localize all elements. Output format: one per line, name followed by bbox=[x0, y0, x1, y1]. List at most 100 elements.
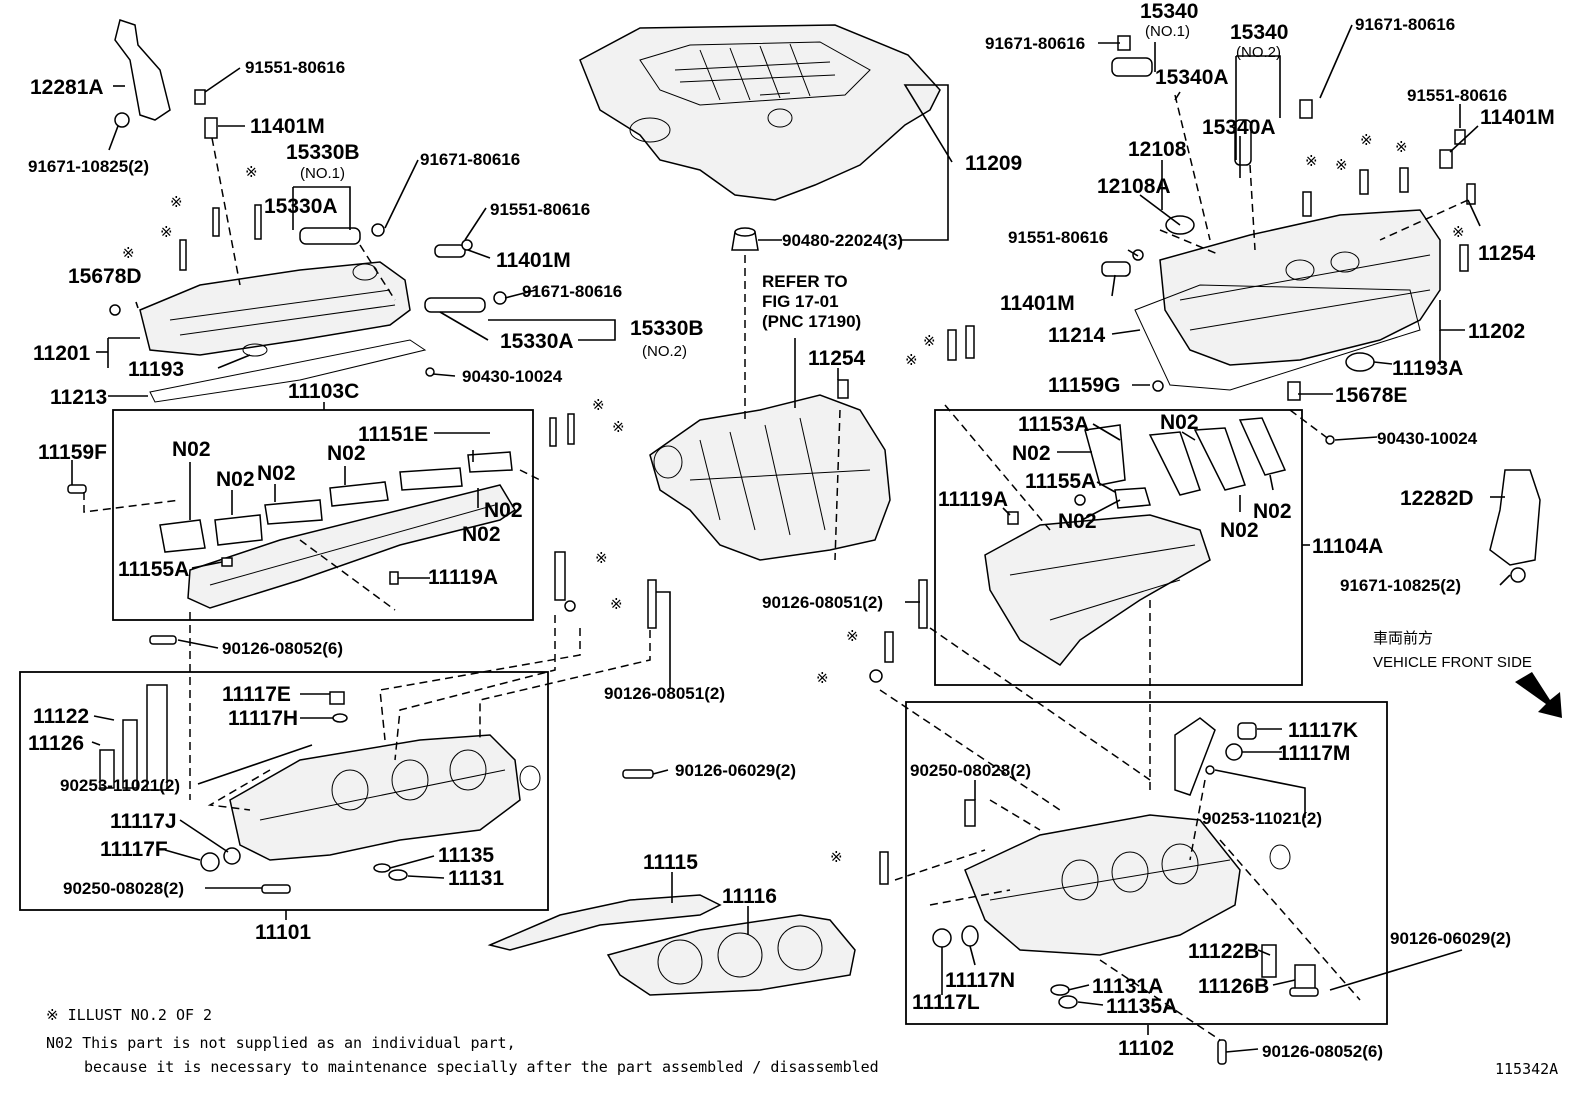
label-11155a-a: 11155A bbox=[118, 558, 189, 581]
label-11117n: 11117N bbox=[945, 969, 1015, 992]
label-91551-80616-c: 91551-80616 bbox=[1407, 86, 1507, 105]
box-11103c bbox=[112, 409, 534, 621]
left-valve-cover-illustration bbox=[139, 261, 427, 403]
label-11135a: 11135A bbox=[1106, 995, 1177, 1018]
label-91671-10825-left: 91671-10825(2) bbox=[28, 157, 149, 176]
label-11116: 11116 bbox=[722, 885, 777, 908]
label-90430-10024-b: 90430-10024 bbox=[1377, 429, 1478, 448]
label-n02-1: N02 bbox=[172, 438, 211, 461]
bolt-91671-10825-right bbox=[1510, 567, 1526, 583]
intake-manifold-illustration bbox=[649, 379, 891, 561]
label-15340a-a: 15340A bbox=[1155, 66, 1229, 89]
label-11126: 11126 bbox=[28, 732, 84, 755]
label-90253-11021-a: 90253-11021(2) bbox=[60, 776, 180, 795]
label-90430-10024-a: 90430-10024 bbox=[462, 367, 563, 386]
label-11193a: 11193A bbox=[1392, 357, 1463, 380]
illust-mark: ※ bbox=[592, 397, 605, 414]
label-n02-9: N02 bbox=[1058, 510, 1097, 533]
label-91671-80616-b: 91671-80616 bbox=[522, 282, 622, 301]
box-11102 bbox=[905, 701, 1388, 1025]
part-labels: 12281A 91671-10825(2) 91551-80616 11401M… bbox=[28, 0, 1555, 1061]
label-11401m-c: 11401M bbox=[1480, 106, 1555, 129]
engine-cover-illustration bbox=[579, 24, 941, 251]
label-12108a: 12108A bbox=[1097, 175, 1171, 198]
box-11104a bbox=[934, 409, 1303, 686]
label-12281a: 12281A bbox=[30, 76, 104, 99]
left-cylinder-head-illustration bbox=[99, 635, 654, 894]
label-11117e: 11117E bbox=[222, 683, 291, 706]
label-15340-a: 15340 bbox=[1140, 0, 1198, 23]
illust-mark: ※ bbox=[1305, 153, 1318, 170]
label-n02-3: N02 bbox=[257, 462, 296, 485]
label-90126-08052-a: 90126-08052(6) bbox=[222, 639, 343, 658]
label-n02-2: N02 bbox=[216, 468, 255, 491]
illust-mark: ※ bbox=[1335, 157, 1348, 174]
leader-lines bbox=[71, 24, 1511, 1053]
label-no1-b: (NO.1) bbox=[1145, 23, 1190, 40]
label-11201: 11201 bbox=[33, 342, 91, 365]
gaskets-illustration bbox=[487, 894, 856, 996]
right-studs bbox=[869, 325, 975, 885]
label-90250-08028-b: 90250-08028(2) bbox=[910, 761, 1031, 780]
note-n02-line1: N02 This part is not supplied as an indi… bbox=[46, 1034, 516, 1052]
label-refer-1: REFER TO bbox=[762, 272, 848, 291]
bracket-12281a bbox=[114, 19, 171, 121]
label-91671-80616-a: 91671-80616 bbox=[420, 150, 520, 169]
label-11115: 11115 bbox=[643, 851, 698, 874]
left-sensors bbox=[109, 89, 507, 377]
illust-mark: ※ bbox=[170, 194, 183, 211]
label-15340-b: 15340 bbox=[1230, 21, 1288, 44]
label-11131a: 11131A bbox=[1092, 975, 1163, 998]
label-n02-8: N02 bbox=[1012, 442, 1051, 465]
label-11126b: 11126B bbox=[1198, 975, 1269, 998]
label-11153a: 11153A bbox=[1018, 413, 1089, 436]
label-11254-b: 11254 bbox=[1478, 242, 1536, 265]
label-91551-80616-a: 91551-80616 bbox=[245, 58, 345, 77]
label-11117l: 11117L bbox=[912, 991, 980, 1014]
label-11101: 11101 bbox=[255, 921, 311, 944]
assembly-dashed-lines bbox=[83, 94, 1469, 1041]
illust-mark: ※ bbox=[1395, 139, 1408, 156]
label-91671-80616-c: 91671-80616 bbox=[985, 34, 1085, 53]
figure-number: 115342A bbox=[1495, 1060, 1558, 1078]
label-15340a-b: 15340A bbox=[1202, 116, 1276, 139]
label-15330a-a: 15330A bbox=[264, 195, 338, 218]
label-15330a-b: 15330A bbox=[500, 330, 574, 353]
label-refer-3: (PNC 17190) bbox=[762, 312, 861, 331]
label-11401m-b: 11401M bbox=[496, 249, 571, 272]
label-11155a-b: 11155A bbox=[1025, 470, 1096, 493]
label-11117k: 11117K bbox=[1288, 719, 1358, 742]
label-90126-08051-a: 90126-08051(2) bbox=[604, 684, 725, 703]
label-11135: 11135 bbox=[438, 844, 494, 867]
illust-mark: ※ bbox=[923, 333, 936, 350]
label-15678d: 15678D bbox=[68, 265, 142, 288]
bracket-12282d bbox=[1489, 469, 1541, 566]
label-11117f: 11117F bbox=[100, 838, 168, 861]
illust-mark: ※ bbox=[1360, 132, 1373, 149]
illust-mark: ※ bbox=[905, 352, 918, 369]
label-n02-4: N02 bbox=[327, 442, 366, 465]
label-11151e: 11151E bbox=[358, 423, 428, 446]
illust-mark: ※ bbox=[846, 628, 859, 645]
label-12108: 12108 bbox=[1128, 138, 1187, 161]
label-90126-08052-b: 90126-08052(6) bbox=[1262, 1042, 1383, 1061]
label-no2-a: (NO.2) bbox=[642, 343, 687, 360]
label-n02-7: N02 bbox=[1160, 411, 1199, 434]
label-15330b-top: 15330B bbox=[286, 141, 360, 164]
left-studs bbox=[549, 413, 657, 629]
illust-mark: ※ bbox=[612, 419, 625, 436]
label-front-jp: 車両前方 bbox=[1373, 630, 1433, 647]
label-91551-80616-d: 91551-80616 bbox=[1008, 228, 1108, 247]
label-11103c: 11103C bbox=[288, 380, 359, 403]
label-15678e: 15678E bbox=[1335, 384, 1407, 407]
label-11117j: 11117J bbox=[110, 810, 177, 833]
label-11131: 11131 bbox=[448, 867, 504, 890]
label-n02-5: N02 bbox=[484, 499, 523, 522]
label-11401m-a: 11401M bbox=[250, 115, 325, 138]
label-91671-80616-d: 91671-80616 bbox=[1355, 15, 1455, 34]
label-11117h: 11117H bbox=[228, 707, 298, 730]
note-n02-line2: because it is necessary to maintenance s… bbox=[84, 1058, 879, 1076]
label-11117m: 11117M bbox=[1278, 742, 1350, 765]
label-90126-06029-b: 90126-06029(2) bbox=[1390, 929, 1511, 948]
